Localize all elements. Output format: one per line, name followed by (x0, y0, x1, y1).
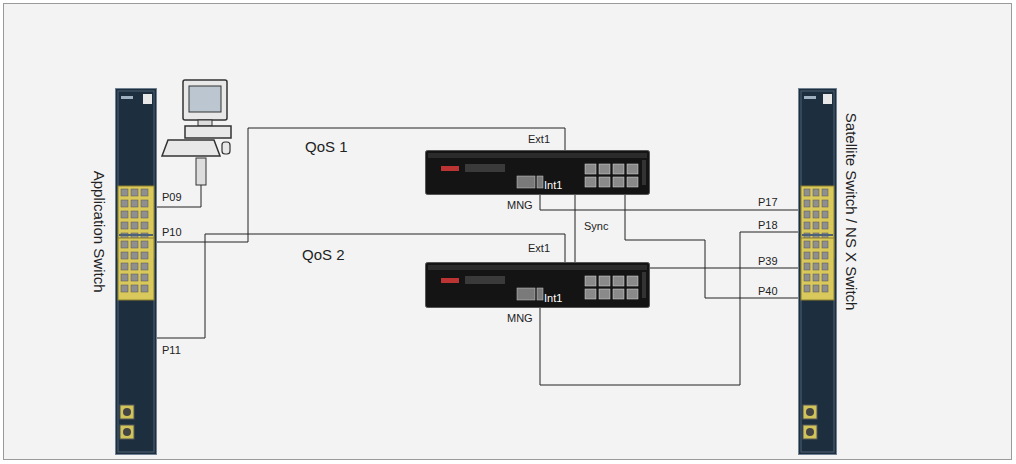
device-label: QoS 1 (305, 138, 348, 155)
switch-label: Satellite Switch / NS X Switch (843, 113, 860, 311)
interface-name: Ext1 (528, 242, 550, 254)
port-number: P10 (162, 226, 182, 238)
port-number: P18 (758, 219, 778, 231)
port-number: P11 (162, 344, 181, 356)
cable-label: Sync (582, 220, 610, 232)
network-cable (650, 268, 798, 269)
port-number: P39 (758, 255, 778, 267)
interface-name: MNG (507, 312, 533, 324)
switch-label: Application Switch (91, 171, 108, 293)
interface-name: Ext1 (528, 133, 550, 145)
qos-appliance (425, 262, 650, 308)
device-label: QoS 2 (302, 246, 345, 263)
port-number: P17 (758, 196, 778, 208)
switch-node: Application Switch (115, 88, 157, 455)
interface-name: MNG (507, 199, 533, 211)
switch-rack (115, 88, 157, 455)
switch-node: Satellite Switch / NS X Switch (798, 88, 837, 455)
computer-wire (157, 185, 201, 207)
interface-name: Int1 (544, 292, 562, 304)
interface-name: Int1 (544, 179, 562, 191)
qos-appliance (425, 150, 650, 195)
port-number: P09 (162, 191, 182, 203)
computer-icon (162, 80, 231, 185)
network-cable (625, 195, 798, 298)
network-cable (575, 195, 576, 262)
qos-node: QoS 1 (425, 150, 650, 195)
network-cable (540, 195, 798, 210)
qos-node: QoS 2 (425, 262, 650, 308)
switch-rack (798, 88, 837, 455)
port-number: P40 (758, 285, 778, 297)
network-cable (540, 232, 798, 385)
